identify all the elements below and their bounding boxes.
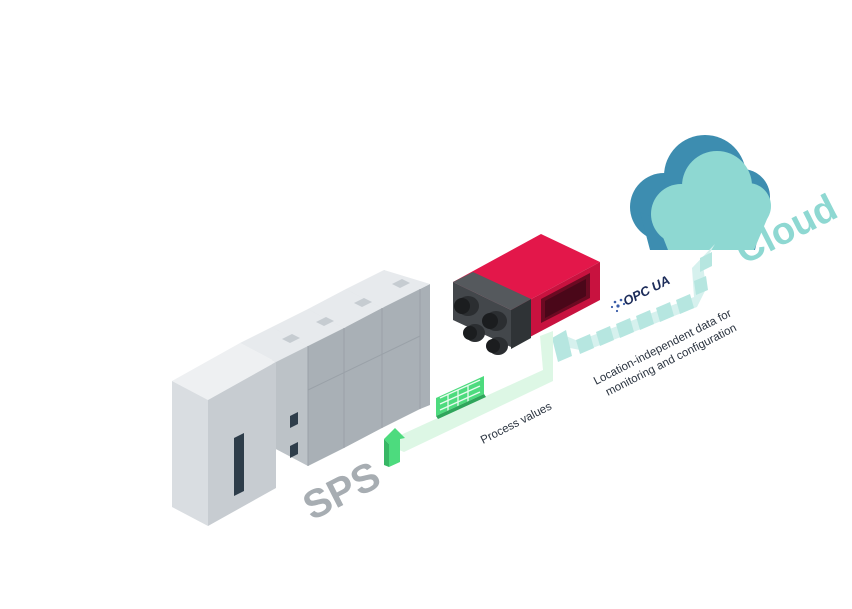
cloud-data-arrow xyxy=(552,244,715,362)
process-data-packet-icon xyxy=(436,376,486,419)
process-values-arrow xyxy=(384,331,553,467)
plc-controller xyxy=(172,270,430,526)
cloud-icon xyxy=(630,135,771,250)
sensor-connectors xyxy=(454,296,508,355)
opc-ua-text: OPC UA xyxy=(621,272,673,308)
sensor-device xyxy=(453,234,600,355)
